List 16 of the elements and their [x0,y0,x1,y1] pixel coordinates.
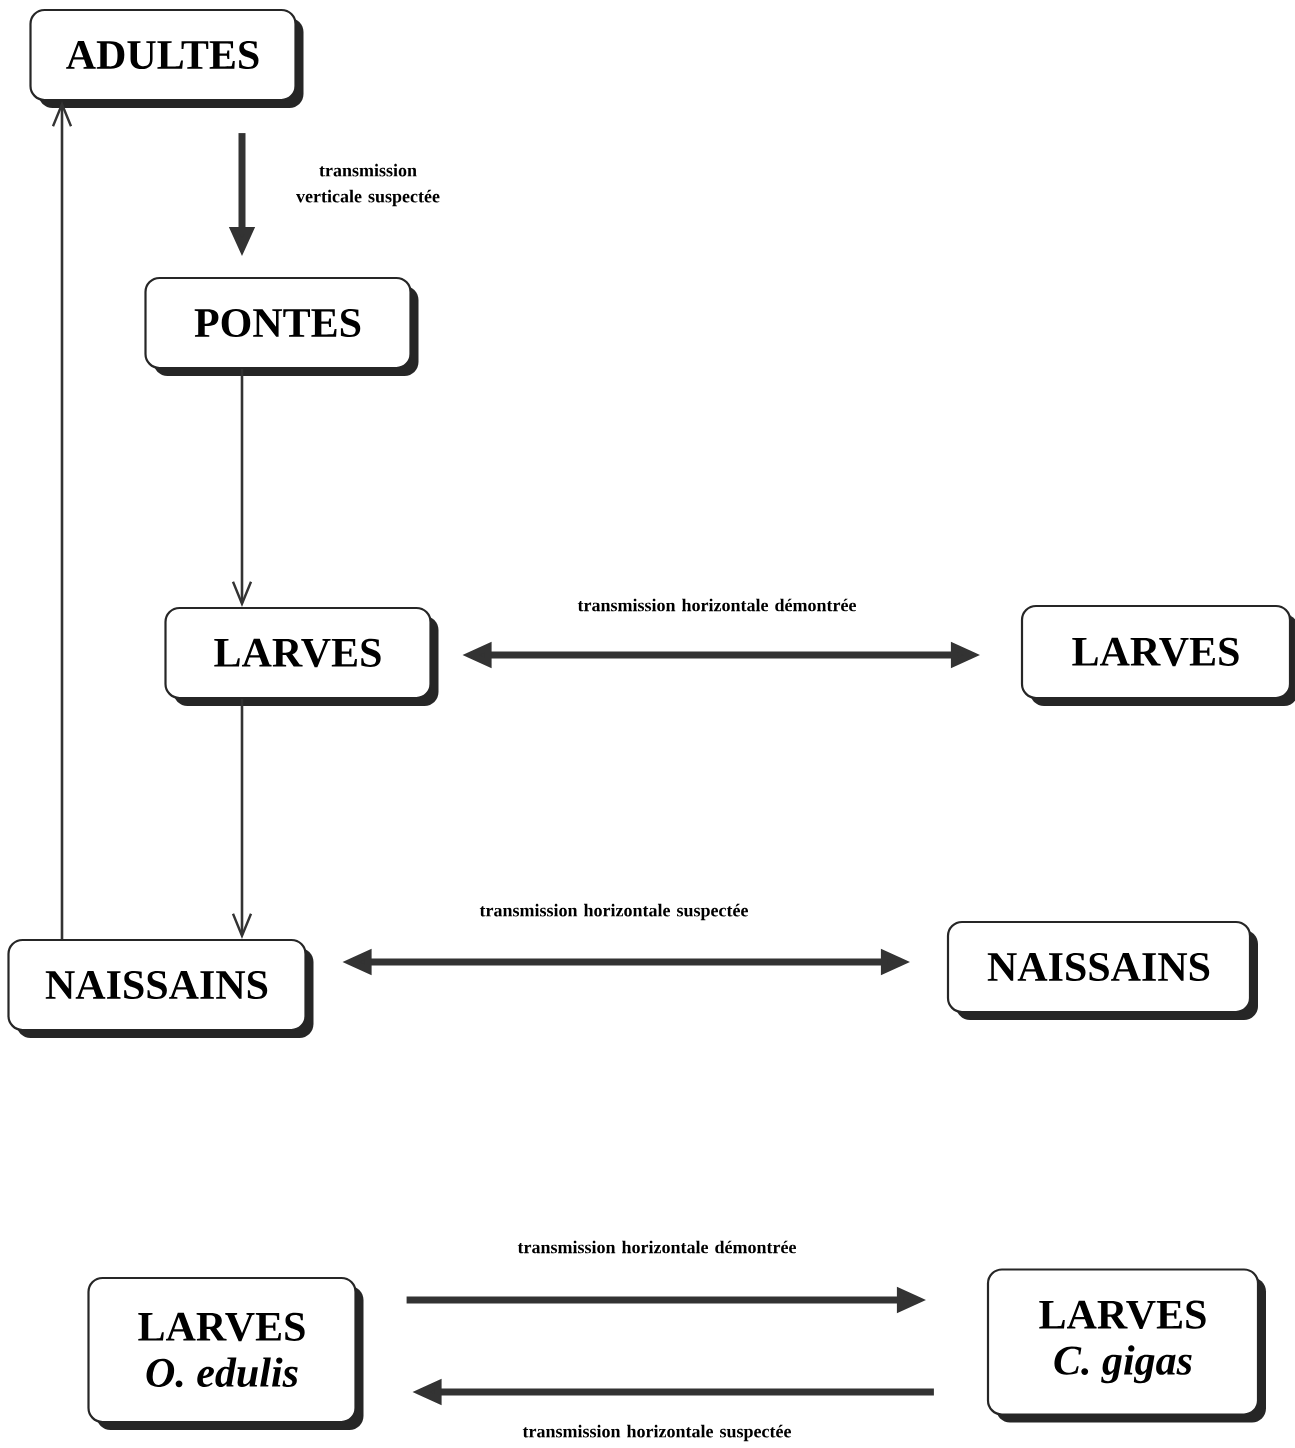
edge-label: transmission horizontale suspectée [522,1424,791,1442]
rounded-box: NAISSAINS [7,938,314,1038]
rounded-box: LARVES O. edulis [87,1276,364,1430]
arrow [51,101,73,939]
rounded-box: LARVES [1020,604,1295,706]
rounded-box: ADULTES [29,8,304,108]
edge-label: transmission horizontale démontrée [577,598,856,612]
edge-label: transmission horizontale démontrée [517,1240,796,1254]
rounded-box: PONTES [144,276,419,376]
edge-label: transmission verticale suspectée [296,163,440,207]
rounded-box: LARVES [164,606,439,706]
arrow [231,699,253,939]
rounded-box: NAISSAINS [946,920,1258,1020]
rounded-box: LARVES C. gigas [986,1268,1266,1423]
arrow [231,369,253,607]
edge-label: transmission horizontale suspectée [479,903,748,921]
